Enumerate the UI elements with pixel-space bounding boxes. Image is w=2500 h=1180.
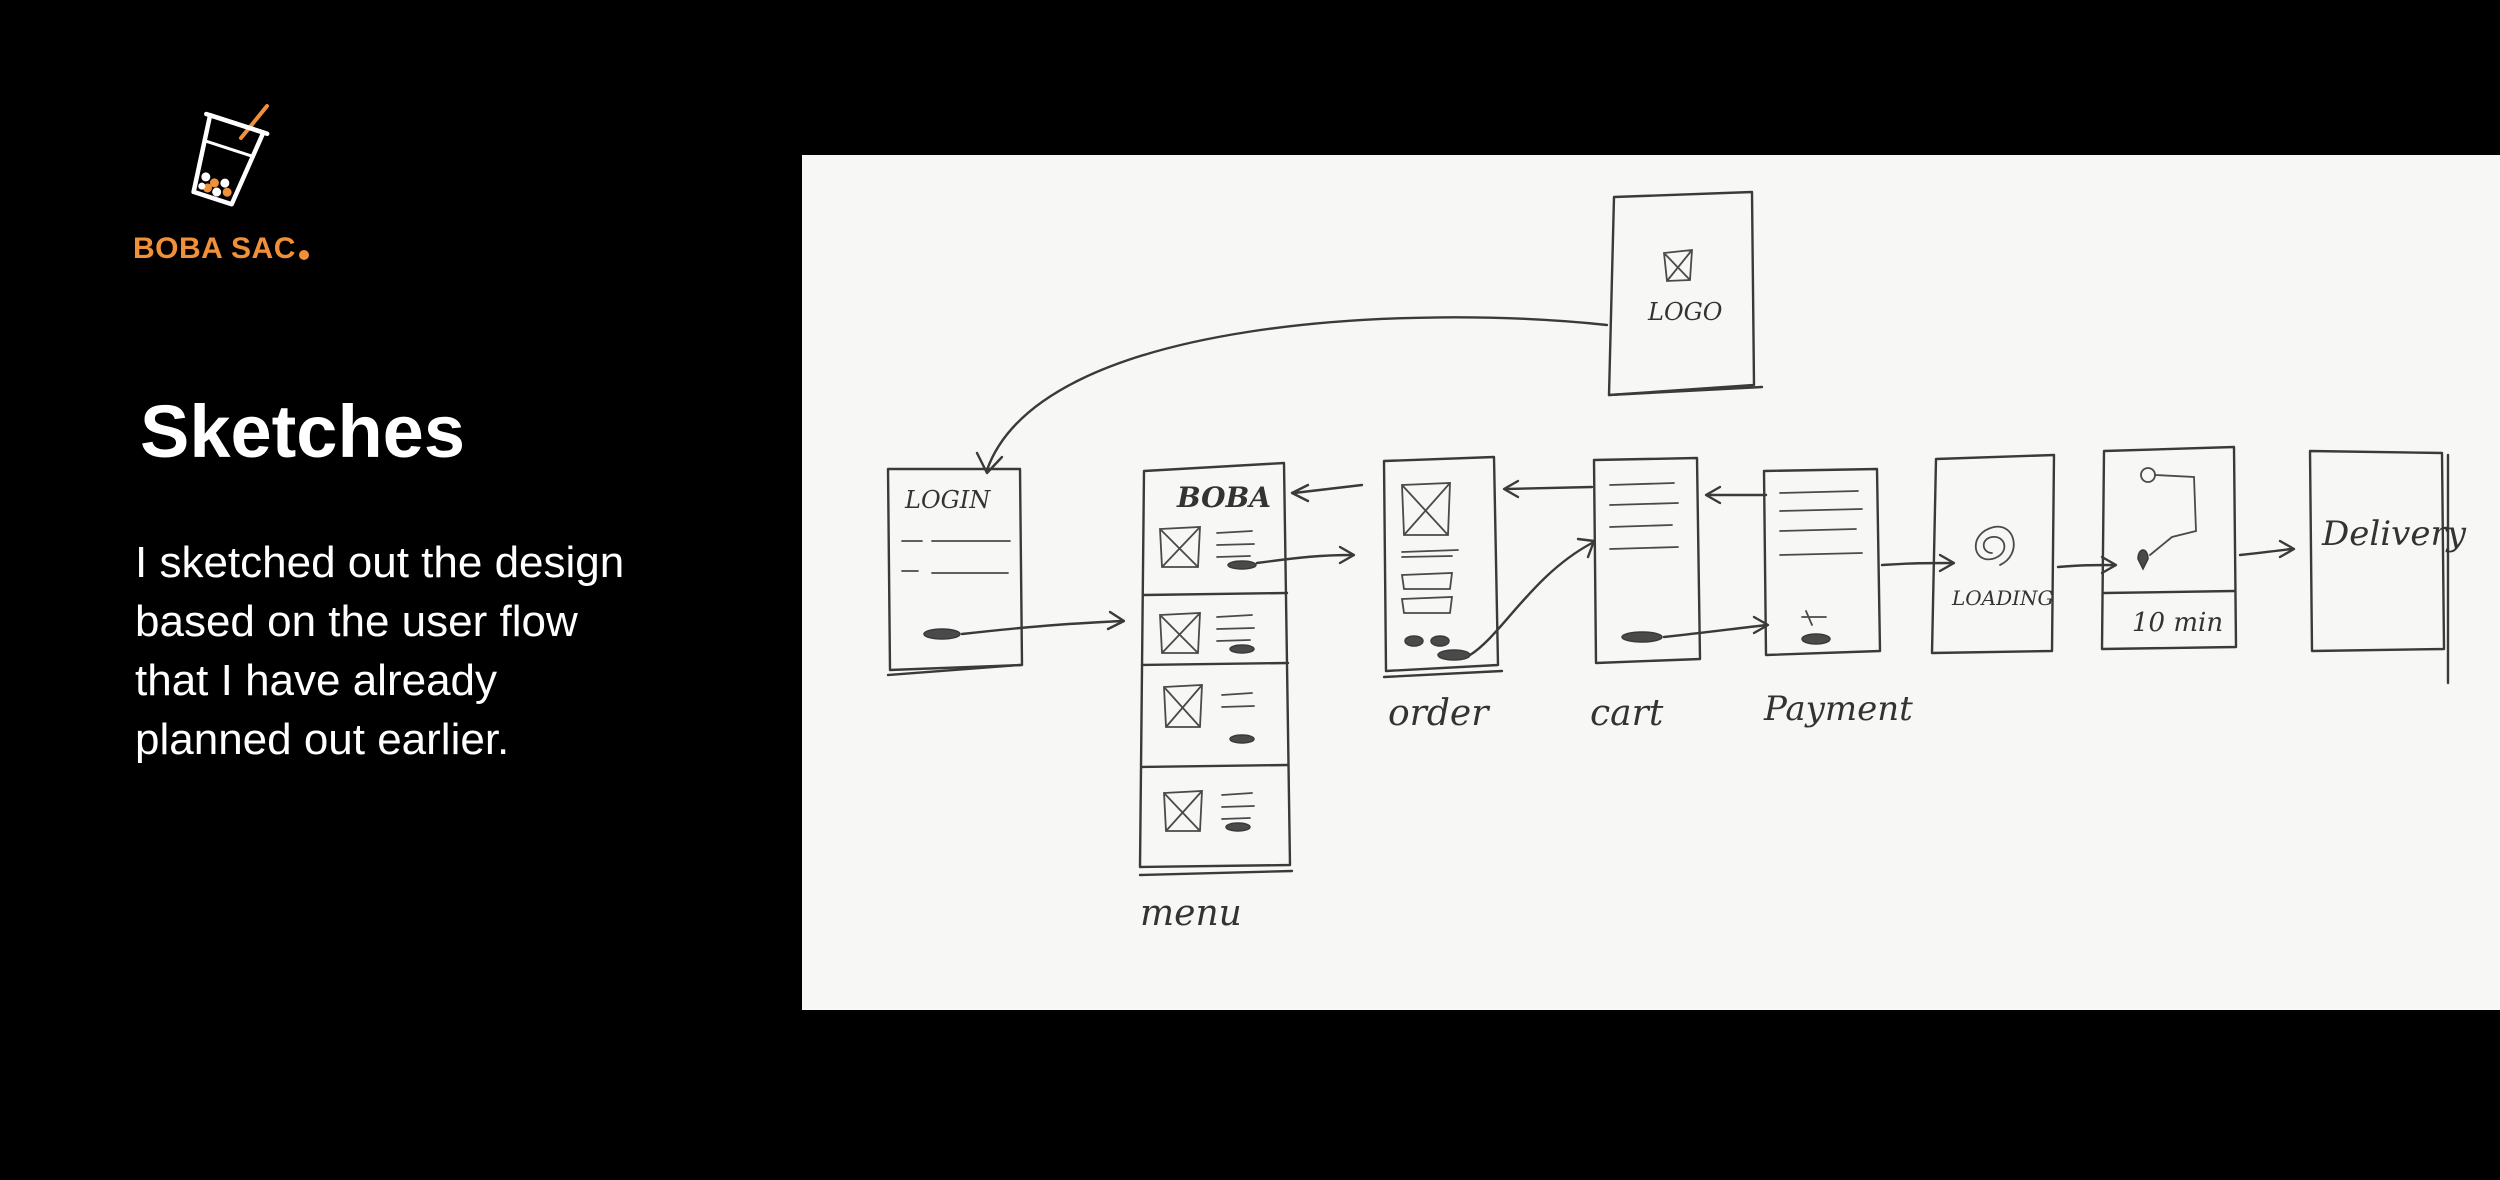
boba-cup-icon	[191, 104, 270, 207]
section-title: Sketches	[140, 390, 465, 473]
flow-arrow-cart-order	[1504, 485, 1594, 491]
tracking-screen-label: 10 min	[2132, 608, 2223, 638]
sketch-screen-tracking: 10 min	[2100, 445, 2296, 651]
left-panel: BOBA SAC Sketches I sketched out the des…	[0, 0, 800, 1180]
sketch-screen-loading: LOADING	[1930, 453, 2118, 655]
menu-screen-header: BOBA	[1176, 481, 1271, 514]
brand-name: BOBA SAC	[133, 232, 309, 266]
brand-dot-icon	[298, 250, 309, 260]
sketch-screen-menu: BOBA menu	[1138, 461, 1356, 934]
user-flow-sketch: LOGO LOGIN BOBA	[886, 190, 2467, 934]
sketch-screen-logo: LOGO	[1607, 190, 1764, 397]
order-caption: order	[1388, 693, 1490, 734]
sketch-screen-payment: Payment	[1762, 467, 1956, 729]
menu-caption: menu	[1140, 893, 1242, 934]
payment-caption: Payment	[1763, 689, 1913, 729]
sketch-screen-cart: cart	[1590, 456, 1770, 734]
cart-caption: cart	[1590, 693, 1664, 734]
delivery-screen-label: Delivery	[2321, 514, 2467, 554]
login-screen-label: LOGIN	[904, 486, 991, 514]
loading-screen-label: LOADING	[1951, 586, 2054, 610]
brand-logo: BOBA SAC	[130, 100, 330, 280]
section-description: I sketched out the design based on the u…	[135, 538, 625, 764]
flow-arrow-order-menu	[1292, 483, 1364, 495]
sketch-screen-delivery: Delivery	[2308, 449, 2467, 685]
logo-screen-label: LOGO	[1647, 298, 1723, 326]
sketch-screen-order: order	[1382, 455, 1596, 734]
sketch-photo: LOGO LOGIN BOBA	[802, 155, 2500, 1010]
sketch-screen-login: LOGIN	[886, 467, 1126, 677]
flow-arrow-logo-login	[985, 316, 1609, 472]
